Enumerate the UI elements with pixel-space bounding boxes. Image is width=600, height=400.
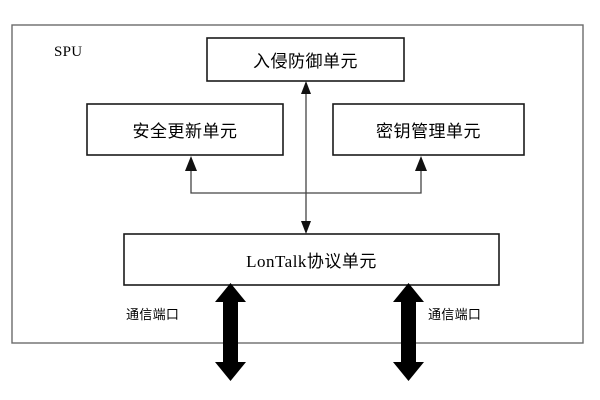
block-label-intrusion-prevention-unit: 入侵防御单元 [253,52,358,71]
communication-port-arrow-right [393,283,424,381]
block-label-security-update-unit: 安全更新单元 [132,122,238,141]
communication-port-label-left: 通信端口 [126,307,180,322]
block-label-lontalk-protocol-unit: LonTalk协议单元 [246,252,377,271]
block-key-management-unit[interactable] [332,103,525,156]
communication-port-arrow-left [215,283,246,381]
spu-container-label: SPU [54,44,83,60]
block-lontalk-protocol-unit[interactable] [123,233,500,286]
block-intrusion-prevention-unit[interactable] [206,37,405,82]
connector-intrusion-to-lontalk [301,81,311,234]
block-security-update-unit[interactable] [86,103,284,156]
block-label-key-management-unit: 密钥管理单元 [376,122,481,141]
communication-port-label-right: 通信端口 [428,307,482,322]
connector-lontalk-to-side-units [185,156,427,194]
